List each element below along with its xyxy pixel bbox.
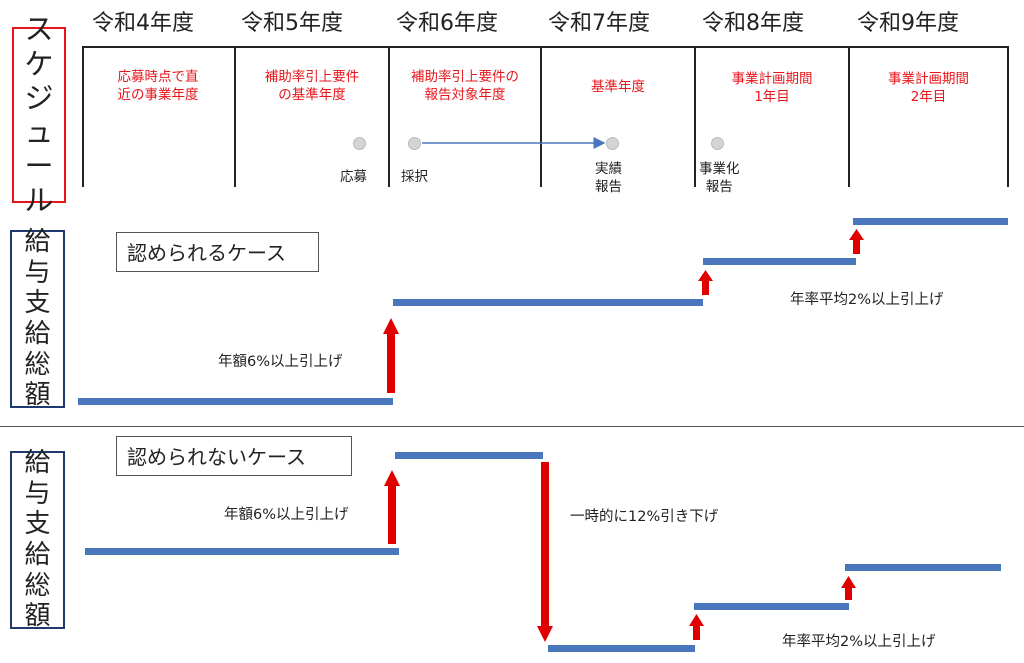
desc-r4-line: 近の事業年度 xyxy=(117,87,199,104)
salary-char: 与 xyxy=(24,478,51,509)
schedule-char: ジ xyxy=(24,80,54,115)
year-header-r5: 令和5年度 xyxy=(241,11,343,36)
desc-r9-line: 2年目 xyxy=(910,89,947,106)
rejected-step xyxy=(845,564,1001,571)
desc-r9: 事業計画期間 2年目 xyxy=(850,70,1007,106)
event-actual-report-line: 報告 xyxy=(595,179,622,196)
apply-dot xyxy=(353,137,366,150)
schedule-char: ル xyxy=(24,183,54,218)
schedule-char: ス xyxy=(24,12,54,47)
accepted-avg-raise-note: 年率平均2%以上引上げ xyxy=(790,292,944,308)
up-arrow xyxy=(383,318,399,393)
event-adopt: 採択 xyxy=(401,169,428,185)
rejected-step xyxy=(85,548,399,555)
rejected-avg-raise-note: 年率平均2%以上引上げ xyxy=(782,634,936,650)
rejected-step xyxy=(694,603,849,610)
bracket-tick xyxy=(540,46,542,187)
year-header-r7: 令和7年度 xyxy=(548,11,650,36)
accepted-annual-raise-note: 年額6%以上引上げ xyxy=(218,354,343,370)
up-arrow xyxy=(689,614,704,640)
salary-char: 額 xyxy=(24,601,51,632)
salary-char: 給 xyxy=(24,226,51,257)
bracket-tick xyxy=(848,46,850,187)
desc-r5-line: 補助率引上要件 xyxy=(264,69,360,85)
adopt-dot xyxy=(408,137,421,150)
schedule-char: ュ xyxy=(24,115,54,149)
rejected-annual-raise-note: 年額6%以上引上げ xyxy=(224,507,349,523)
commercial-report-dot xyxy=(711,137,724,150)
desc-r7: 基準年度 xyxy=(542,78,694,96)
up-arrow xyxy=(384,470,400,544)
desc-r9-line: 事業計画期間 xyxy=(888,71,969,87)
salary-char: 給 xyxy=(24,447,51,478)
down-arrow xyxy=(537,462,553,642)
desc-r5-line: の基準年度 xyxy=(278,87,346,104)
salary-label-bottom: 給 与 支 給 総 額 xyxy=(10,447,65,632)
up-arrow xyxy=(698,270,713,295)
schedule-char: ケ xyxy=(24,46,54,81)
year-header-r6: 令和6年度 xyxy=(396,11,498,36)
rejected-temp-cut-note: 一時的に12%引き下げ xyxy=(570,509,719,525)
desc-r6: 補助率引上要件の 報告対象年度 xyxy=(390,68,540,104)
event-commercial-report-line: 報告 xyxy=(705,179,733,196)
event-actual-report-line: 実績 xyxy=(595,161,622,177)
accepted-step xyxy=(78,398,393,405)
schedule-char: ー xyxy=(24,149,54,184)
rejected-steps xyxy=(85,452,1001,652)
desc-r4: 応募時点で直 近の事業年度 xyxy=(82,68,234,104)
accepted-arrows xyxy=(383,229,864,393)
section-divider xyxy=(0,426,1024,427)
bracket-top-line xyxy=(82,46,1009,48)
rejected-arrows xyxy=(384,462,856,642)
rejected-step xyxy=(548,645,695,652)
bracket-tick xyxy=(694,46,696,187)
desc-r7-line: 基準年度 xyxy=(591,79,645,95)
actual-report-dot xyxy=(606,137,619,150)
desc-r4-line: 応募時点で直 xyxy=(117,69,199,85)
year-header-r9: 令和9年度 xyxy=(857,11,959,36)
desc-r6-line: 補助率引上要件の xyxy=(411,69,519,85)
desc-r8-line: 事業計画期間 xyxy=(731,71,813,87)
rejected-step xyxy=(395,452,543,459)
year-header-r8: 令和8年度 xyxy=(702,11,804,36)
accepted-step xyxy=(703,258,856,265)
event-apply: 応募 xyxy=(340,169,367,185)
case-rejected-title: 認められないケース xyxy=(116,436,352,476)
salary-char: 総 xyxy=(24,349,51,380)
up-arrow xyxy=(841,576,856,600)
salary-char: 支 xyxy=(24,509,51,540)
salary-char: 与 xyxy=(24,257,51,288)
bracket-tick xyxy=(82,46,84,187)
bracket-tick xyxy=(1007,46,1009,187)
accepted-step xyxy=(853,218,1008,225)
salary-char: 給 xyxy=(24,540,51,570)
schedule-label: ス ケ ジ ュ ー ル xyxy=(12,12,66,217)
desc-r8: 事業計画期間 1年目 xyxy=(696,70,848,106)
up-arrow xyxy=(849,229,864,254)
accepted-steps xyxy=(78,218,1008,405)
bracket-tick xyxy=(388,46,390,187)
event-commercial-report: 事業化 報告 xyxy=(699,160,740,196)
salary-char: 総 xyxy=(24,570,51,601)
desc-r6-line: 報告対象年度 xyxy=(424,87,506,104)
year-header-r4: 令和4年度 xyxy=(92,11,194,36)
event-actual-report: 実績 報告 xyxy=(595,160,622,196)
bracket-tick xyxy=(234,46,236,187)
desc-r8-line: 1年目 xyxy=(754,89,790,106)
accepted-step xyxy=(393,299,703,306)
desc-r5: 補助率引上要件 の基準年度 xyxy=(236,68,388,104)
case-accepted-title: 認められるケース xyxy=(116,232,319,272)
salary-char: 額 xyxy=(24,380,51,411)
event-commercial-report-line: 事業化 xyxy=(699,161,740,177)
salary-char: 支 xyxy=(24,288,51,319)
salary-label-top: 給 与 支 給 総 額 xyxy=(10,226,65,411)
salary-char: 給 xyxy=(24,319,51,349)
